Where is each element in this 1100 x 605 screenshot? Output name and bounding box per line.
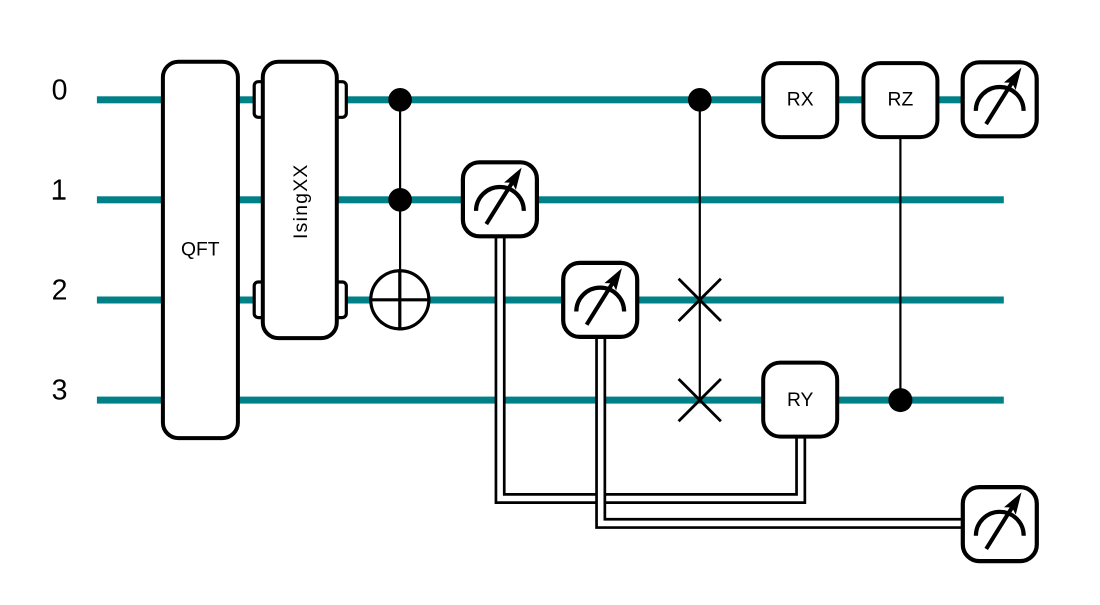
svg-text:RX: RX [787, 90, 814, 111]
svg-text:0: 0 [52, 74, 68, 106]
svg-text:RZ: RZ [888, 90, 914, 111]
svg-text:1: 1 [51, 174, 67, 206]
svg-text:3: 3 [52, 375, 68, 407]
svg-text:RY: RY [787, 390, 814, 411]
svg-text:QFT: QFT [181, 240, 220, 261]
svg-text:IsingXX: IsingXX [291, 163, 312, 239]
svg-text:2: 2 [52, 275, 68, 307]
